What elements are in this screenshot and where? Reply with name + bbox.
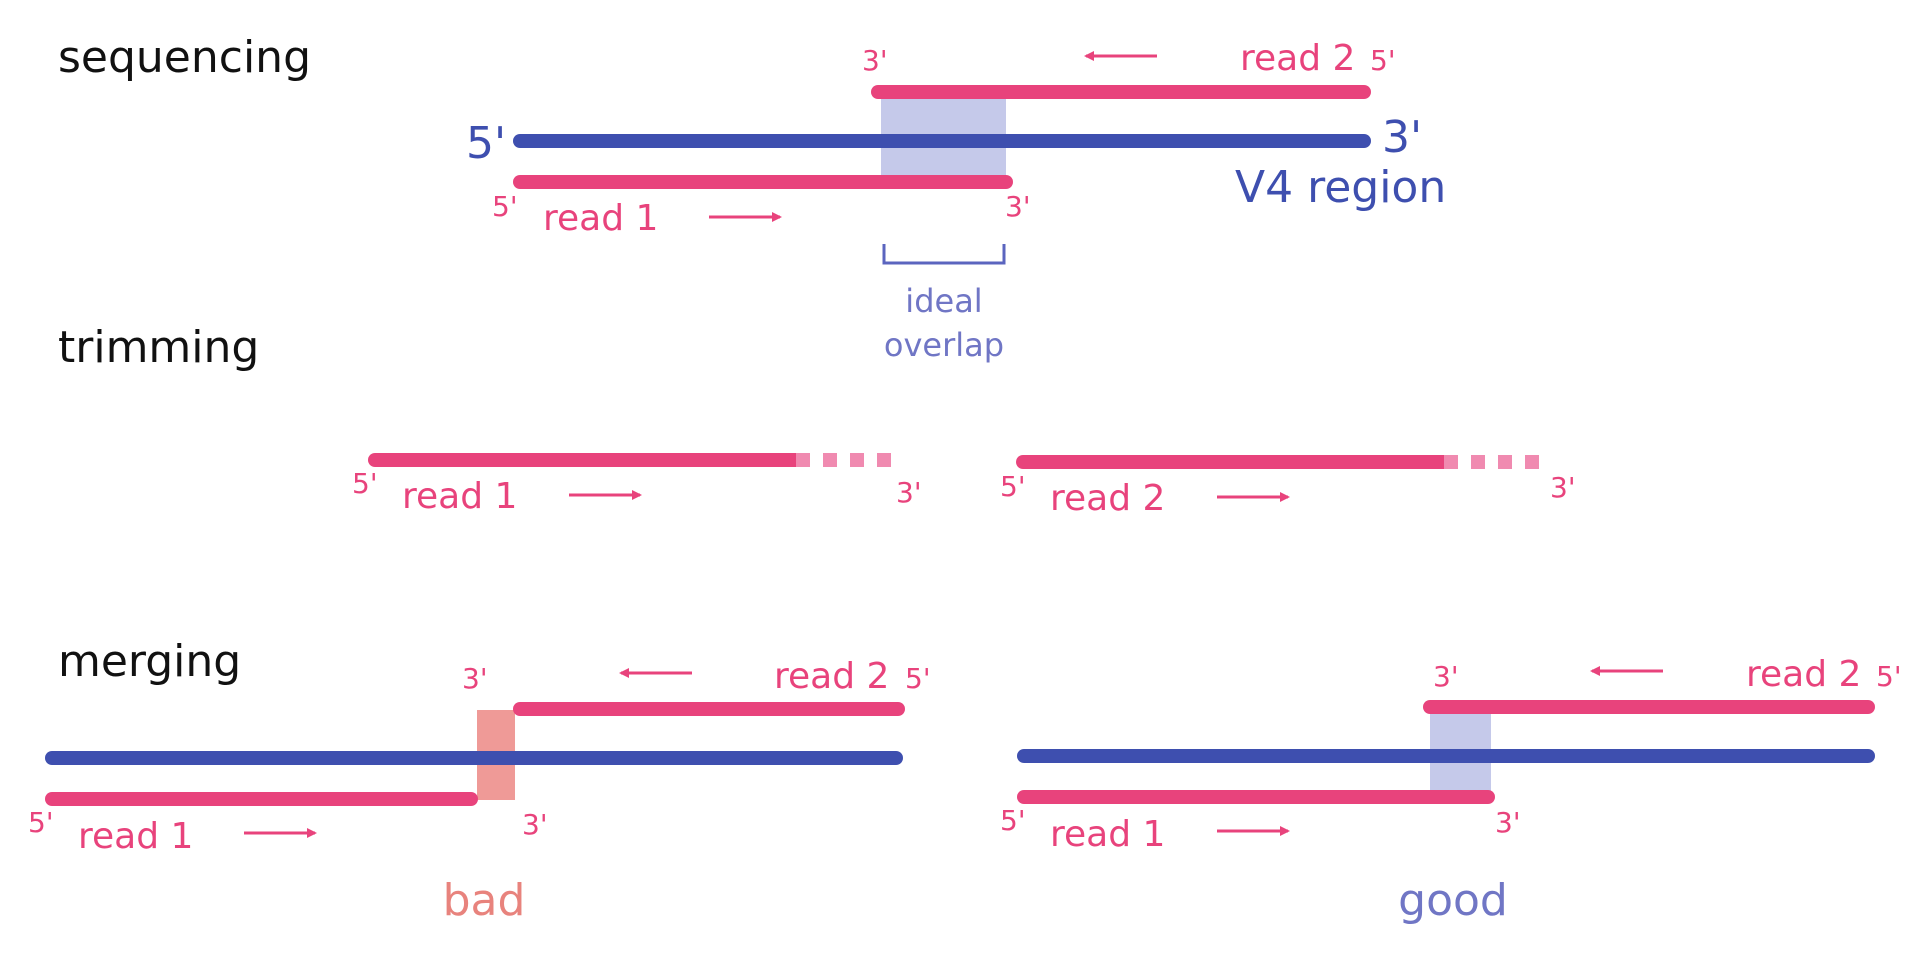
- good-read-2-5prime-label: 5': [1876, 660, 1902, 693]
- ideal-overlap-bracket: [882, 244, 1006, 265]
- bad-read-2-3prime-label: 3': [462, 662, 488, 695]
- ideal-overlap-label-line1: ideal: [905, 282, 982, 320]
- merging-good-panel: 3' read 2 5' 5' read 1 3' good: [1000, 654, 1902, 926]
- trimmed-read-1-5prime-label: 5': [352, 467, 378, 500]
- good-merge-label: good: [1398, 875, 1508, 926]
- sequencing-panel: 5' 3' V4 region 3' read 2 5' 5' read 1 3…: [466, 38, 1446, 364]
- trimming-panel-read-1: 5' read 1 3': [352, 453, 922, 517]
- section-title-trimming: trimming: [58, 322, 259, 373]
- trimming-panel-read-2: 5' read 2 3': [1000, 455, 1576, 519]
- trimmed-read-2-3prime-label: 3': [1550, 471, 1576, 504]
- read-2-3prime-label: 3': [862, 44, 888, 77]
- read-1-5prime-label: 5': [492, 190, 518, 223]
- read-1-3prime-label: 3': [1005, 190, 1031, 223]
- bad-merge-label: bad: [443, 875, 526, 926]
- trimmed-read-2-5prime-label: 5': [1000, 470, 1026, 503]
- good-read-1-5prime-label: 5': [1000, 804, 1026, 837]
- section-title-merging: merging: [58, 636, 241, 687]
- read-2-5prime-label: 5': [1370, 44, 1396, 77]
- read-2-label: read 2: [1240, 38, 1355, 79]
- good-read-1-3prime-label: 3': [1495, 806, 1521, 839]
- bad-read-2-5prime-label: 5': [905, 662, 931, 695]
- ideal-overlap-label-line2: overlap: [884, 326, 1004, 364]
- bad-read-1-3prime-label: 3': [522, 808, 548, 841]
- bad-read-1-label: read 1: [78, 816, 193, 857]
- read-1-label: read 1: [543, 198, 658, 239]
- section-title-sequencing: sequencing: [58, 32, 311, 83]
- trimmed-read-2-label: read 2: [1050, 478, 1165, 519]
- good-read-2-3prime-label: 3': [1433, 660, 1459, 693]
- trimmed-read-1-3prime-label: 3': [896, 476, 922, 509]
- bad-read-2-label: read 2: [774, 656, 889, 697]
- strand-5prime-label: 5': [466, 118, 506, 169]
- trimmed-read-1-label: read 1: [402, 476, 517, 517]
- bad-read-1-5prime-label: 5': [28, 806, 54, 839]
- merging-bad-panel: 3' read 2 5' 5' read 1 3' bad: [28, 656, 931, 926]
- v4-region-label: V4 region: [1235, 162, 1446, 213]
- good-read-2-label: read 2: [1746, 654, 1861, 695]
- good-read-1-label: read 1: [1050, 814, 1165, 855]
- strand-3prime-label: 3': [1382, 112, 1422, 163]
